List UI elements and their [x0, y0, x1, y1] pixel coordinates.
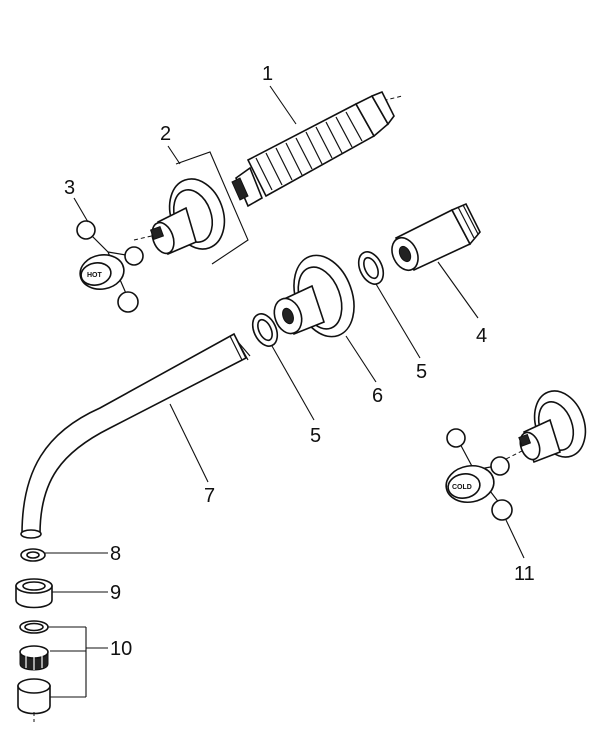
callout-2: 2 — [160, 123, 171, 145]
cartridge-ribs — [255, 111, 363, 191]
part-5-washer-upper — [357, 251, 385, 285]
bracket-2 — [167, 145, 249, 265]
callout-9: 9 — [110, 582, 121, 604]
hot-handle-label: HOT — [87, 272, 103, 279]
callout-8: 8 — [110, 543, 121, 565]
part-9-aerator-housing — [15, 578, 53, 609]
part-1-cartridge — [231, 90, 403, 208]
callout-5-lower: 5 — [310, 425, 321, 447]
callout-11: 11 — [514, 563, 535, 585]
part-10-aerator-set — [17, 620, 51, 722]
part-6-wall-flange — [273, 254, 355, 338]
part-11-cold-valve: COLD — [445, 390, 587, 521]
part-2-flange-assembly — [133, 178, 226, 256]
callout-4: 4 — [476, 325, 487, 347]
leader-lines — [45, 85, 525, 698]
callout-10: 10 — [110, 638, 132, 660]
part-8-washer — [20, 548, 46, 562]
part-3-hot-handle: HOT — [76, 220, 144, 313]
callout-3: 3 — [64, 177, 75, 199]
part-4-extension — [391, 202, 481, 272]
cold-handle-label: COLD — [452, 484, 472, 491]
callout-6: 6 — [372, 385, 383, 407]
callout-numbers: 1 2 3 4 5 6 5 7 8 9 10 11 — [64, 63, 535, 660]
callout-5-upper: 5 — [416, 361, 427, 383]
part-7-spout — [20, 332, 251, 539]
callout-7: 7 — [204, 485, 215, 507]
part-5-washer-lower — [251, 313, 279, 347]
callout-1: 1 — [262, 63, 273, 85]
